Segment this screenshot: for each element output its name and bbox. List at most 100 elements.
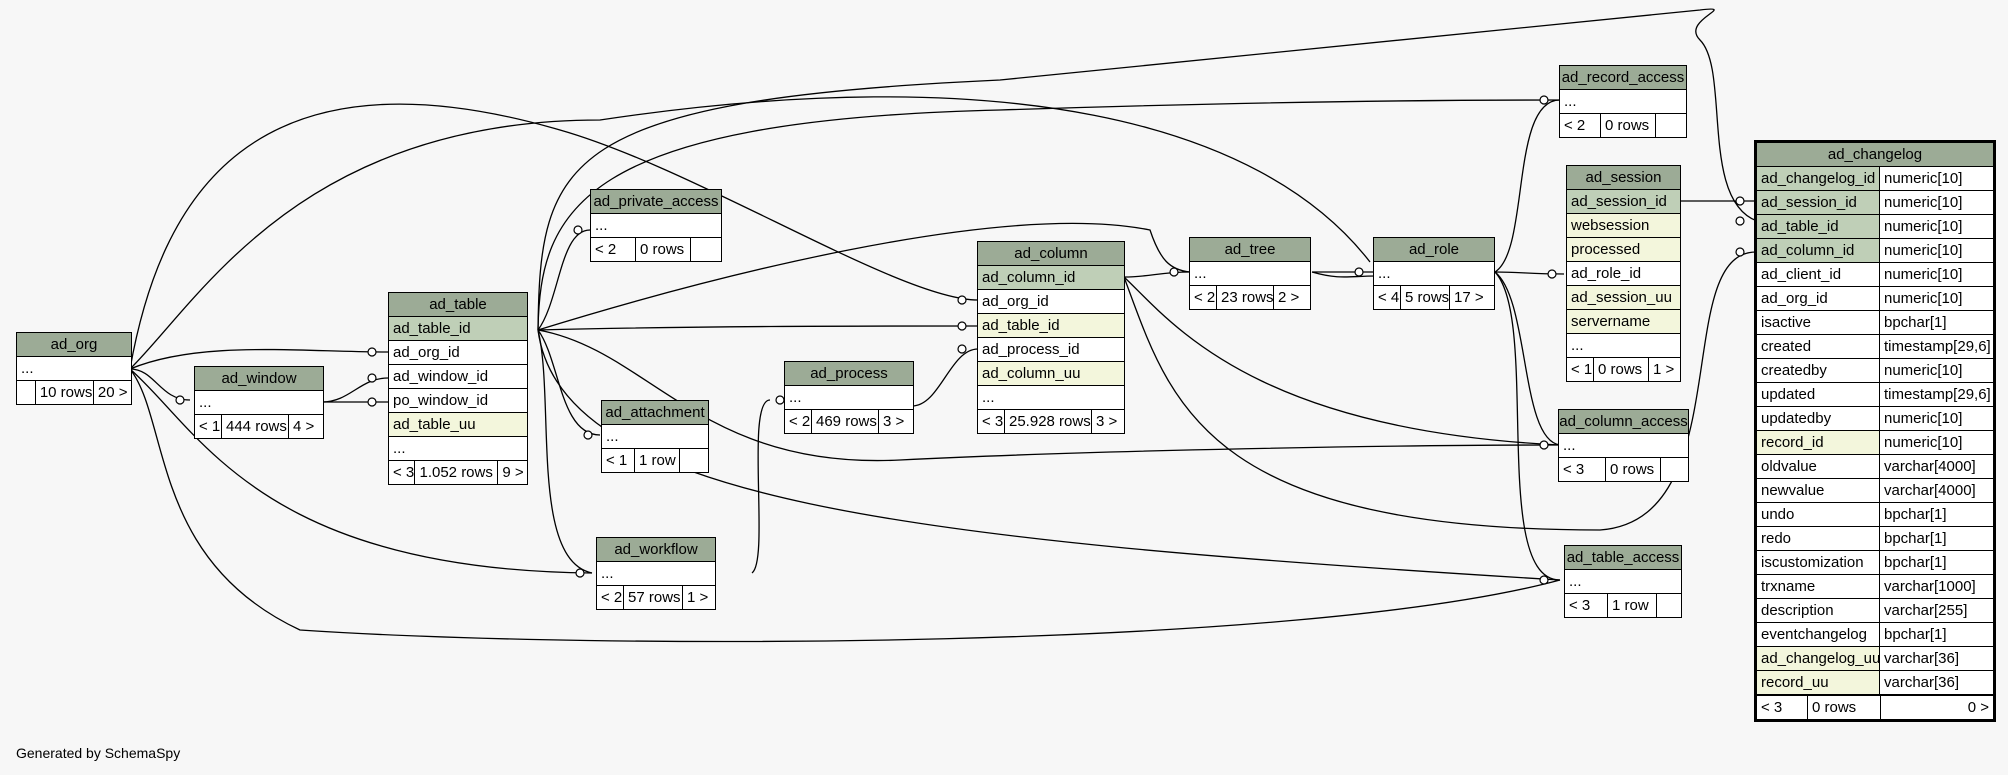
column-type: numeric[10] bbox=[1879, 407, 1993, 430]
edge-ad_column-ad_changelog bbox=[1123, 251, 1758, 531]
row-count: 0 rows bbox=[635, 238, 690, 261]
children-count bbox=[1660, 458, 1669, 481]
column-ad_org_id: ad_org_id bbox=[393, 344, 460, 361]
table-header: ad_record_access bbox=[1560, 66, 1686, 90]
parents-count: < 4 bbox=[1378, 289, 1400, 306]
column-websession: websession bbox=[1571, 217, 1650, 234]
edge-ad_window-ad_table-1 bbox=[321, 377, 389, 403]
table-ad_attachment[interactable]: ad_attachment ... < 1 1 row bbox=[601, 400, 709, 473]
parents-count: < 3 bbox=[982, 413, 1004, 430]
table-header: ad_column bbox=[978, 242, 1124, 266]
column-type: varchar[4000] bbox=[1879, 455, 1993, 478]
parents-count: < 1 bbox=[606, 452, 628, 469]
children-count: 9 > bbox=[497, 461, 527, 484]
table-header: ad_attachment bbox=[602, 401, 708, 425]
column-type: varchar[36] bbox=[1879, 671, 1993, 694]
table-ad_org[interactable]: ad_org ... 10 rows 20 > bbox=[16, 332, 132, 405]
edge-ad_workflow-ad_process bbox=[751, 399, 771, 574]
table-ad_column[interactable]: ad_column ad_column_id ad_org_id ad_tabl… bbox=[977, 241, 1125, 434]
column-name: iscustomization bbox=[1761, 554, 1864, 571]
column-po_window_id: po_window_id bbox=[393, 392, 489, 409]
column-name: record_id bbox=[1757, 431, 1879, 454]
column-type: numeric[10] bbox=[1879, 431, 1993, 454]
column-name: ad_table_id bbox=[1757, 215, 1879, 238]
parents-count: < 2 bbox=[601, 589, 623, 606]
column-name: updated bbox=[1761, 386, 1816, 403]
column-name: ad_changelog_uu bbox=[1757, 647, 1879, 670]
row-count: 444 rows bbox=[221, 415, 288, 438]
column-type: numeric[10] bbox=[1879, 215, 1993, 238]
column-row: undo bpchar[1] bbox=[1757, 503, 1993, 527]
parents-count: < 2 bbox=[789, 413, 811, 430]
row-count: 1.052 rows bbox=[414, 461, 497, 484]
row-count: 0 rows bbox=[1605, 458, 1660, 481]
table-ad_table[interactable]: ad_table ad_table_id ad_org_id ad_window… bbox=[388, 292, 528, 485]
parents-count: < 1 bbox=[1571, 361, 1593, 378]
column-name: ad_client_id bbox=[1761, 266, 1842, 283]
table-ad_column_access[interactable]: ad_column_access ... < 3 0 rows bbox=[1558, 409, 1689, 482]
column-name: ad_changelog_id bbox=[1757, 167, 1879, 190]
table-ad_private_access[interactable]: ad_private_access ... < 2 0 rows bbox=[590, 189, 722, 262]
column-placeholder: ... bbox=[606, 428, 619, 445]
column-name: trxname bbox=[1761, 578, 1816, 595]
table-ad_role[interactable]: ad_role ... < 4 5 rows 17 > bbox=[1373, 237, 1495, 310]
table-ad_process[interactable]: ad_process ... < 2 469 rows 3 > bbox=[784, 361, 914, 434]
table-ad_tree[interactable]: ad_tree ... < 2 23 rows 2 > bbox=[1189, 237, 1311, 310]
table-header: ad_column_access bbox=[1559, 410, 1688, 434]
column-placeholder: ... bbox=[1378, 265, 1391, 282]
column-placeholder: ... bbox=[21, 360, 34, 377]
edge-ad_process-ad_column bbox=[911, 348, 979, 407]
table-ad_workflow[interactable]: ad_workflow ... < 2 57 rows 1 > bbox=[596, 537, 716, 610]
row-count: 0 rows bbox=[1807, 696, 1880, 719]
column-type: numeric[10] bbox=[1879, 287, 1993, 310]
edge-ad_table-ad_tree bbox=[537, 222, 1191, 331]
edge-ad_table-ad_private_access bbox=[537, 229, 591, 331]
parents-count bbox=[17, 381, 35, 404]
column-placeholder: ... bbox=[1194, 265, 1207, 282]
children-count bbox=[1656, 594, 1665, 617]
children-count bbox=[1655, 114, 1664, 137]
column-row: updated timestamp[29,6] bbox=[1757, 383, 1993, 407]
children-count: 3 > bbox=[878, 410, 908, 433]
crowfoot-markers bbox=[175, 95, 1745, 585]
column-ad_column_id: ad_column_id bbox=[982, 269, 1076, 286]
table-ad_session[interactable]: ad_session ad_session_id websession proc… bbox=[1566, 165, 1681, 382]
column-row: redo bpchar[1] bbox=[1757, 527, 1993, 551]
column-placeholder: ... bbox=[789, 389, 802, 406]
edge-ad_org-ad_workflow bbox=[129, 368, 593, 574]
column-name: oldvalue bbox=[1761, 458, 1817, 475]
column-placeholder: ... bbox=[1571, 337, 1584, 354]
column-type: numeric[10] bbox=[1879, 167, 1993, 190]
children-count: 1 > bbox=[682, 586, 712, 609]
column-name: newvalue bbox=[1761, 482, 1825, 499]
column-name: ad_org_id bbox=[1761, 290, 1828, 307]
children-count bbox=[679, 449, 688, 472]
column-ad_session_uu: ad_session_uu bbox=[1571, 289, 1672, 306]
column-name: undo bbox=[1761, 506, 1795, 523]
table-ad_table_access[interactable]: ad_table_access ... < 3 1 row bbox=[1564, 545, 1682, 618]
column-processed: processed bbox=[1571, 241, 1641, 258]
parents-count: < 3 bbox=[393, 464, 415, 481]
column-type: bpchar[1] bbox=[1879, 551, 1993, 574]
column-name: redo bbox=[1761, 530, 1792, 547]
edge-ad_role-ad_table_access bbox=[1494, 271, 1561, 581]
column-type: bpchar[1] bbox=[1879, 623, 1993, 646]
column-type: bpchar[1] bbox=[1879, 527, 1993, 550]
column-ad_org_id: ad_org_id bbox=[982, 293, 1049, 310]
edge-ad_column-ad_tree bbox=[1123, 271, 1191, 278]
edge-ad_org-ad_column bbox=[129, 103, 979, 370]
column-name: createdby bbox=[1761, 362, 1827, 379]
column-ad_process_id: ad_process_id bbox=[982, 341, 1080, 358]
table-ad_record_access[interactable]: ad_record_access ... < 2 0 rows bbox=[1559, 65, 1687, 138]
table-header: ad_window bbox=[195, 367, 323, 391]
table-ad_window[interactable]: ad_window ... < 1 444 rows 4 > bbox=[194, 366, 324, 439]
column-type: bpchar[1] bbox=[1879, 503, 1993, 526]
column-servername: servername bbox=[1571, 313, 1651, 330]
edge-ad_org-ad_role bbox=[129, 96, 1371, 370]
column-type: timestamp[29,6] bbox=[1879, 383, 1993, 406]
